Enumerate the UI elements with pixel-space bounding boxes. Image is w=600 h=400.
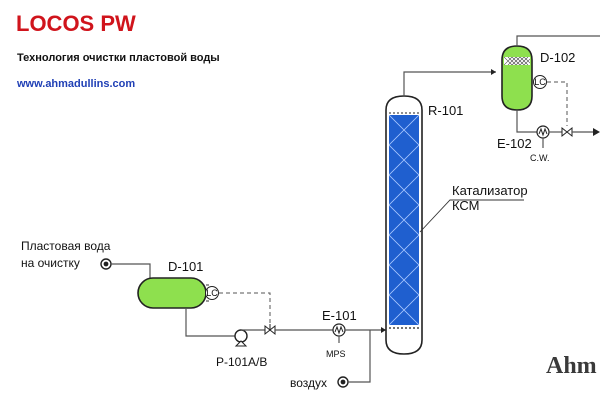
p101-pump [234, 329, 248, 347]
page-subtitle: Технология очистки пластовой воды [17, 52, 220, 64]
e102-label: E-102 [497, 136, 532, 151]
catalyst-leader-line [419, 199, 524, 233]
d102-overhead-pipe [516, 35, 600, 46]
lc-d101-instrument: LC [205, 286, 219, 300]
d101-outlet-pipe [185, 308, 236, 337]
d102-vessel [501, 45, 533, 111]
d102-label: D-102 [540, 50, 575, 65]
air-pipe [348, 330, 371, 383]
p101-label: P-101A/B [216, 355, 267, 369]
feed-stream-label-line2: на очистку [21, 256, 80, 270]
e102-cooler [536, 125, 550, 139]
air-stream-label: воздух [290, 376, 327, 390]
app-title: LOCOS PW [16, 11, 136, 36]
reactor-overhead-pipe [403, 71, 496, 96]
feed-pipe [111, 263, 151, 278]
website-link[interactable]: www.ahmadullins.com [16, 78, 135, 90]
lc-d102-instrument: LC [533, 75, 547, 89]
d102-control-valve [561, 126, 573, 138]
lc-d101-label: LC [206, 288, 218, 298]
d101-vessel [137, 277, 207, 309]
feed-stream-label-line1: Пластовая вода [21, 239, 111, 253]
r101-label: R-101 [428, 103, 463, 118]
d102-outlet-pipe [516, 110, 537, 133]
d102-level-signal [547, 81, 568, 126]
e101-label: E-101 [322, 308, 357, 323]
e101-heat-exchanger [332, 323, 346, 337]
d101-label: D-101 [168, 259, 203, 274]
d101-control-valve [264, 324, 276, 336]
feed-inlet-symbol [100, 258, 112, 270]
d101-level-signal [219, 292, 271, 323]
watermark-text: Ahm [546, 353, 597, 379]
cw-label: C.W. [530, 153, 550, 163]
r101-reactor [385, 95, 423, 355]
catalyst-label-line1: Катализатор [452, 183, 528, 198]
air-inlet-symbol [337, 376, 349, 388]
catalyst-label-line2: КСМ [452, 198, 480, 213]
lc-d102-label: LC [534, 77, 546, 87]
mps-label: MPS [326, 349, 346, 359]
